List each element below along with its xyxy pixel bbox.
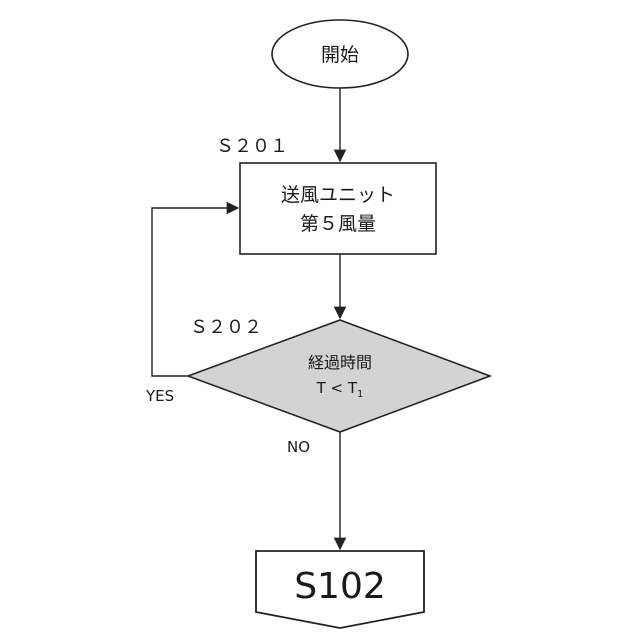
no-label: NO [287,438,310,456]
process-line-2: 第５風量 [300,213,376,235]
yes-loop-arrow [152,208,238,376]
process-box-s201 [240,163,436,254]
decision-line-1: 経過時間 [308,353,372,372]
decision-condition-main: T < T [316,379,358,397]
start-label: 開始 [321,44,359,66]
step-label-s201: Ｓ２０１ [216,136,288,157]
decision-condition: T < T1 [316,379,364,400]
connector-label: S102 [294,566,386,607]
process-line-1: 送風ユニット [281,184,395,206]
step-label-s202: Ｓ２０２ [190,317,262,338]
decision-condition-subscript: 1 [357,389,363,400]
yes-label: YES [145,387,174,405]
